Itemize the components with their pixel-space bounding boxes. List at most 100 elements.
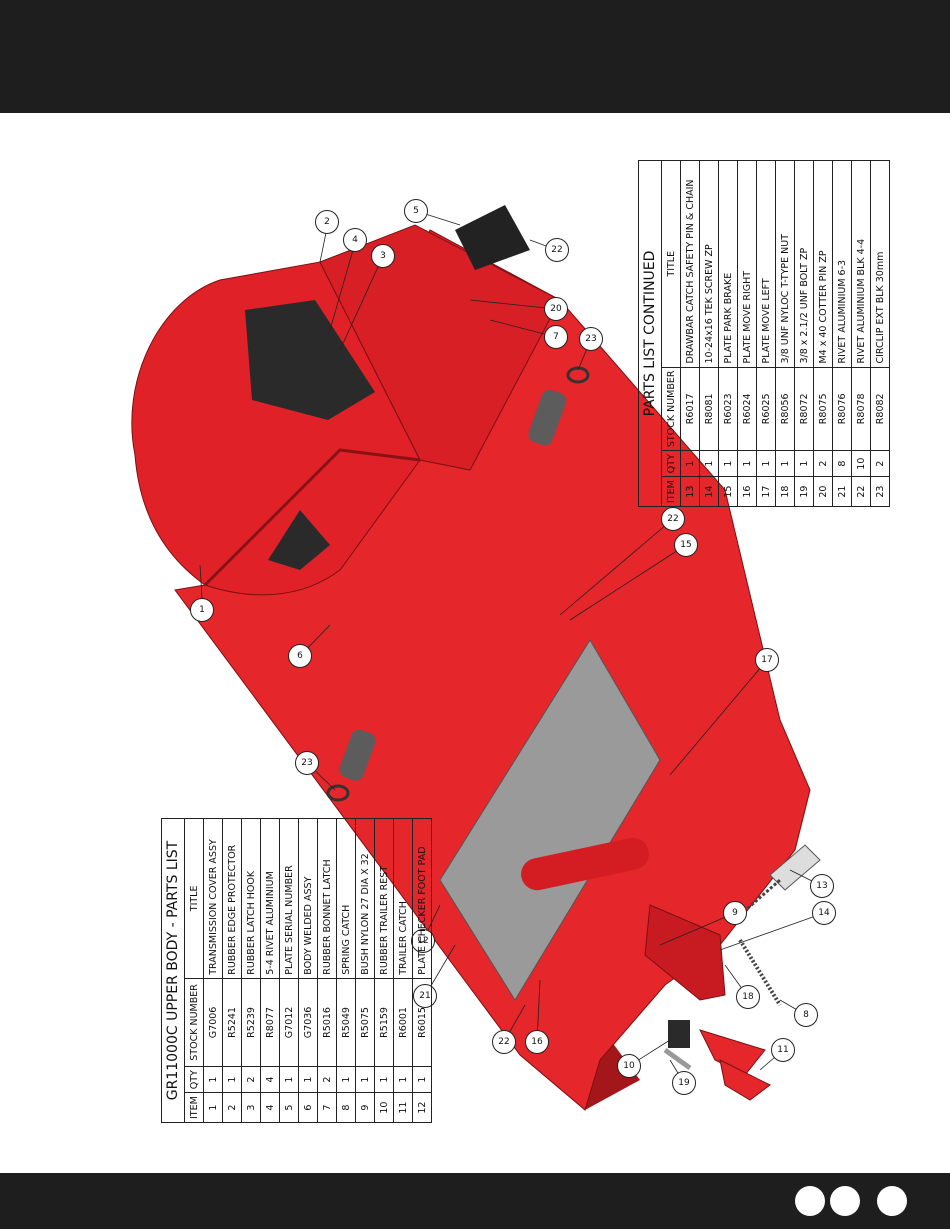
cell-qty: 1 <box>680 450 700 477</box>
cell-item: 12 <box>412 1092 432 1123</box>
callout-21: 21 <box>413 984 437 1008</box>
cell-title: DRAWBAR CATCH SAFETY PIN & CHAIN <box>680 160 700 368</box>
cell-qty: 1 <box>336 1066 356 1093</box>
cell-item: 17 <box>756 476 776 507</box>
footer-band <box>0 1173 950 1229</box>
cell-stock-number: R5239 <box>241 978 261 1067</box>
cell-stock-number: R8072 <box>794 367 814 451</box>
cell-item: 16 <box>737 476 757 507</box>
page-dot-3 <box>877 1186 907 1216</box>
cell-item: 21 <box>832 476 852 507</box>
cell-title: TRANSMISSION COVER ASSY <box>203 818 223 979</box>
cell-qty: 4 <box>260 1066 280 1093</box>
cell-qty: 1 <box>222 1066 242 1093</box>
cell-stock-number: G7036 <box>298 978 318 1067</box>
circlip-right <box>566 366 590 384</box>
callout-22b: 22 <box>661 507 685 531</box>
cell-item: 1 <box>203 1092 223 1123</box>
cell-qty: 1 <box>699 450 719 477</box>
cell-qty: 1 <box>279 1066 299 1093</box>
cell-item: 10 <box>374 1092 394 1123</box>
cell-stock-number: R8082 <box>870 367 890 451</box>
cell-title: 5-4 RIVET ALUMINIUM <box>260 818 280 979</box>
cell-qty: 2 <box>813 450 833 477</box>
cell-stock-number: R5075 <box>355 978 375 1067</box>
drawbar-tube <box>521 837 649 891</box>
header-qty: QTY <box>661 450 681 477</box>
cell-stock-number: R5016 <box>317 978 337 1067</box>
header-item: ITEM <box>661 476 681 507</box>
serial-plate <box>455 205 530 270</box>
cell-stock-number: R6025 <box>756 367 776 451</box>
cell-stock-number: R6001 <box>393 978 413 1067</box>
cell-qty: 1 <box>393 1066 413 1093</box>
callout-23b: 23 <box>579 327 603 351</box>
header-item: ITEM <box>184 1092 204 1123</box>
callout-16: 16 <box>525 1030 549 1054</box>
cell-title: 3/8 x 2.1/2 UNF BOLT ZP <box>794 160 814 368</box>
cell-item: 11 <box>393 1092 413 1123</box>
header-stock: STOCK NUMBER <box>184 978 204 1067</box>
cell-title: PLATE MOVE RIGHT <box>737 160 757 368</box>
cell-title: PLATE PARK BRAKE <box>718 160 738 368</box>
cell-qty: 1 <box>412 1066 432 1093</box>
callout-14: 14 <box>812 901 836 925</box>
cell-qty: 2 <box>870 450 890 477</box>
cell-item: 6 <box>298 1092 318 1123</box>
cell-qty: 2 <box>241 1066 261 1093</box>
leader-lines <box>199 210 825 1084</box>
callout-1: 1 <box>190 598 214 622</box>
cell-title: SPRING CATCH <box>336 818 356 979</box>
cell-title: BODY WELDED ASSY <box>298 818 318 979</box>
cell-stock-number: R8076 <box>832 367 852 451</box>
cell-stock-number: R5159 <box>374 978 394 1067</box>
safety-pin <box>769 844 821 891</box>
cell-stock-number: R6023 <box>718 367 738 451</box>
cell-stock-number: R6017 <box>680 367 700 451</box>
cell-item: 4 <box>260 1092 280 1123</box>
cell-title: RIVET ALUMINIUM BLK 4-4 <box>851 160 871 368</box>
cell-title: 3/8 UNF NYLOC T-TYPE NUT <box>775 160 795 368</box>
cell-title: TRAILER CATCH <box>393 818 413 979</box>
cell-qty: 1 <box>756 450 776 477</box>
header-qty: QTY <box>184 1066 204 1093</box>
cell-title: M4 x 40 COTTER PIN ZP <box>813 160 833 368</box>
header-title: TITLE <box>184 818 204 979</box>
callout-7: 7 <box>544 325 568 349</box>
cell-item: 18 <box>775 476 795 507</box>
cover-edge-protector <box>203 448 421 587</box>
grille-mesh <box>245 300 375 420</box>
callout-8: 8 <box>794 1003 818 1027</box>
cell-title: RIVET ALUMINIUM 6-3 <box>832 160 852 368</box>
cell-title: PLATE MOVE LEFT <box>756 160 776 368</box>
cell-stock-number: R6024 <box>737 367 757 451</box>
callout-9: 9 <box>723 901 747 925</box>
callout-3: 3 <box>371 244 395 268</box>
callout-13: 13 <box>810 874 834 898</box>
cell-qty: 1 <box>794 450 814 477</box>
parts-list-continued-wrap: PARTS LIST CONTINUED ITEM QTY STOCK NUMB… <box>638 160 890 507</box>
callout-23a: 23 <box>295 751 319 775</box>
callout-6: 6 <box>288 644 312 668</box>
lower-grille <box>268 510 330 570</box>
cell-stock-number: R5049 <box>336 978 356 1067</box>
axle-stub-left <box>339 729 376 781</box>
callout-20: 20 <box>544 297 568 321</box>
callout-19: 19 <box>672 1071 696 1095</box>
cell-qty: 1 <box>374 1066 394 1093</box>
header-stock: STOCK NUMBER <box>661 367 681 451</box>
cell-stock-number: R8077 <box>260 978 280 1067</box>
parts-list-table-wrap: GR11000C UPPER BODY - PARTS LIST ITEM QT… <box>161 818 432 1123</box>
